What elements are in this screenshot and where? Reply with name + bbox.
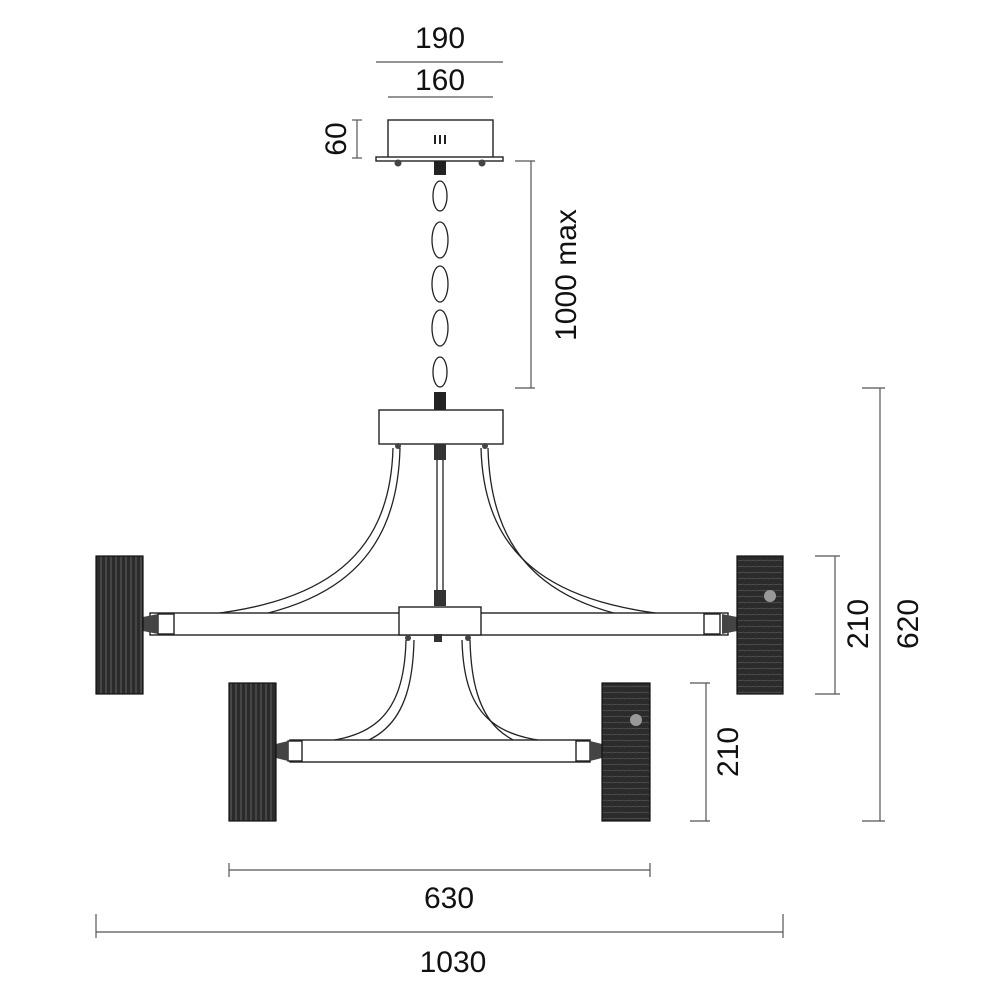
upper-hub (378, 409, 504, 606)
total-height-label: 620 (892, 599, 925, 649)
ceiling-canopy (375, 119, 504, 167)
upper-shade-height-label: 210 (842, 599, 875, 649)
lower-left-shade (228, 682, 277, 822)
upper-right-shade-knot (764, 590, 776, 602)
upper-right-shade (736, 555, 784, 695)
total-width-label: 1030 (420, 946, 487, 979)
canopy-inner-width-label: 160 (415, 64, 465, 97)
suspension-chain (431, 161, 449, 410)
lower-tier-arms (276, 634, 602, 763)
canopy-outer-width-label: 190 (415, 22, 465, 55)
lower-right-shade (601, 682, 651, 822)
upper-tier-arms (143, 447, 737, 636)
lower-right-shade-knot (630, 714, 642, 726)
lower-shade-height-label: 210 (712, 727, 745, 777)
upper-left-shade (95, 555, 144, 695)
chain-length-label: 1000 max (550, 209, 583, 341)
dimension-lines (95, 61, 885, 938)
lower-tier-width-label: 630 (424, 882, 474, 915)
canopy-height-label: 60 (320, 122, 353, 155)
